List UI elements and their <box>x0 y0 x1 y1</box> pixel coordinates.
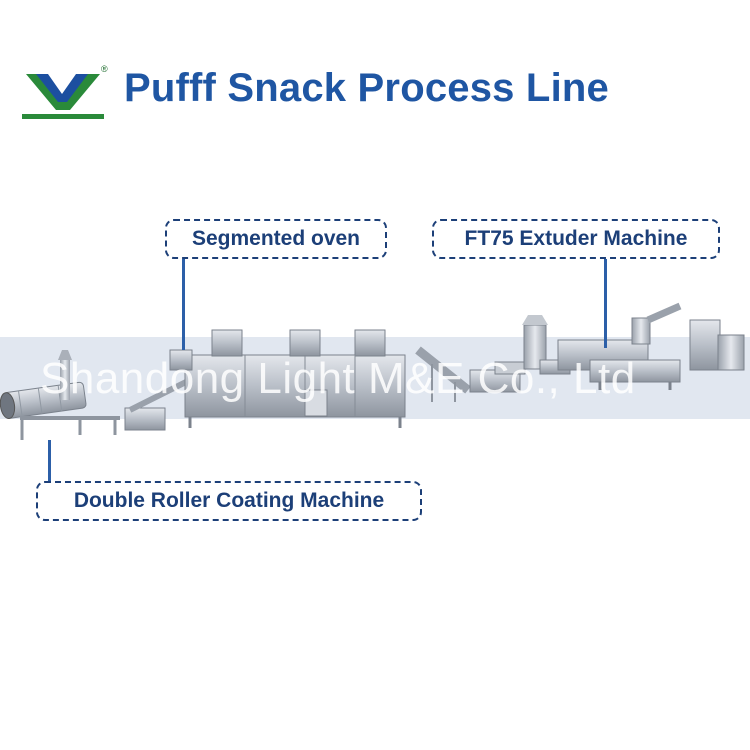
callout-extruder-machine: FT75 Extuder Machine <box>432 219 720 259</box>
page-title: Pufff Snack Process Line <box>124 66 609 110</box>
company-logo <box>22 74 104 119</box>
conveyor <box>415 346 526 402</box>
extruder-connector-line <box>604 258 607 348</box>
callout-segmented-oven: Segmented oven <box>165 219 387 259</box>
process-line-illustration <box>0 302 745 440</box>
extruder-line <box>522 302 745 390</box>
registered-mark: ® <box>101 64 108 74</box>
segmented-oven <box>169 329 406 428</box>
coating-connector-line <box>48 440 51 482</box>
coating-machine <box>0 350 192 440</box>
oven-connector-line <box>182 258 185 350</box>
watermark-text: Shandong Light M&E Co., Ltd <box>40 354 636 403</box>
callout-coating-machine: Double Roller Coating Machine <box>36 481 422 521</box>
